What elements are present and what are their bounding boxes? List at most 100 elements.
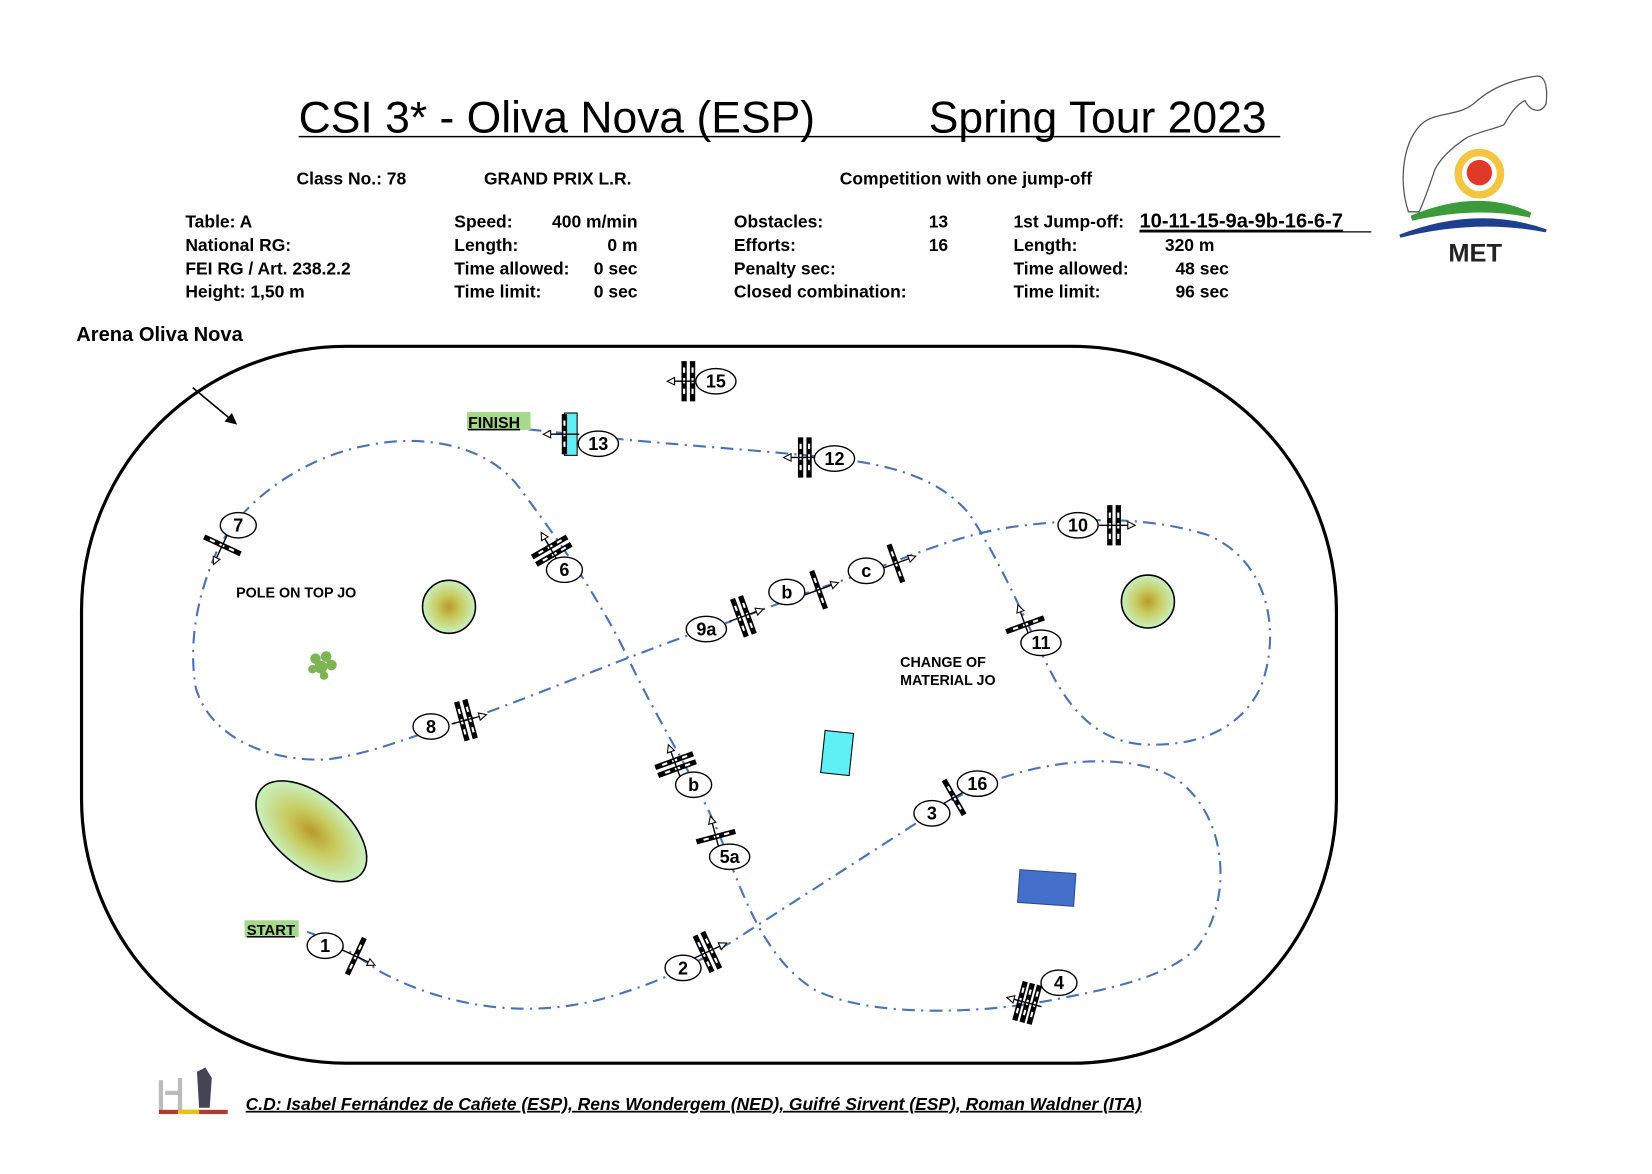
info-col1: Table: A National RG: FEI RG / Art. 238.… [185,212,351,302]
obstacle-label-5a: 5a [708,843,751,871]
obstacle-label-c: c [847,557,885,585]
class-number: Class No.: 78 [297,168,407,188]
note-change-material-2: MATERIAL JO [900,673,995,689]
arena-name: Arena Oliva Nova [76,324,243,346]
jo-time-allowed-label: Time allowed: [1013,258,1128,278]
obstacles-layer [203,361,1137,1025]
obstacle-number: 5a [720,847,741,867]
speed-label: Speed: [454,212,512,232]
horse-outline [1402,75,1548,213]
speed-value: 400 m/min [552,212,637,232]
blue-band [1399,218,1547,238]
obstacle-label-13: 13 [577,430,620,458]
obstacle-number: 3 [927,804,937,824]
obstacle-number: 11 [1031,633,1050,653]
obstacle-number: 6 [559,560,569,580]
obstacle-label-6: 6 [545,556,584,584]
obstacle-label-9a: 9a [685,615,728,643]
length-label: Length: [454,235,518,255]
obstacle-number: 8 [426,717,436,737]
bush [308,651,337,680]
fence-1-icon [342,936,377,976]
info-col2: Speed: Length: Time allowed: Time limit:… [454,212,637,302]
obstacle-label-7: 7 [219,511,257,539]
entrance-arrow-icon [192,386,238,425]
class-name: GRAND PRIX L.R. [484,168,632,188]
obstacle-number: 4 [1054,973,1064,993]
fei-rg: FEI RG / Art. 238.2.2 [185,258,351,278]
jo-time-allowed-value: 48 sec [1175,258,1229,278]
fence-4-icon [1005,980,1043,1025]
fence-13-icon [542,412,580,456]
obstacle-label-16: 16 [956,770,999,798]
info-col4: 1st Jump-off: 10-11-15-9a-9b-16-6-7 Leng… [1013,211,1372,302]
obstacle-number: 2 [678,958,688,978]
obstacle-label-2: 2 [664,954,702,982]
jumpoff-label: 1st Jump-off: [1013,212,1124,232]
obstacle-number: 12 [824,449,844,469]
time-allowed-value: 0 sec [594,258,638,278]
jo-length-label: Length: [1013,235,1077,255]
obstacle-label-b: b [674,771,713,799]
tree-right [1120,574,1176,629]
green-band [1410,200,1532,221]
title-left: CSI 3* - Oliva Nova (ESP) [299,93,815,142]
cyan-box [820,729,855,777]
obstacle-number: 13 [588,434,608,454]
obstacles-value: 13 [929,212,949,232]
obstacle-number: b [781,582,792,602]
obstacle-number: 10 [1068,516,1088,536]
finish-label: FINISH [468,415,520,432]
obstacle-label-8: 8 [412,713,450,740]
fence-b-icon [654,743,697,779]
fence-10-icon [1099,505,1137,546]
tree-left [421,579,477,635]
lec-logo [158,1067,228,1115]
time-limit-value: 0 sec [594,282,638,302]
obstacle-number: 15 [706,372,726,392]
sun [1466,159,1493,186]
fence-7-icon [203,531,242,566]
penalty-label: Penalty sec: [734,258,836,278]
note-change-material-1: CHANGE OF [900,655,986,671]
obstacle-number: 16 [967,774,987,794]
course-route [192,424,1272,1012]
jo-time-limit-value: 96 sec [1175,282,1229,302]
course-designers: C.D: Isabel Fernández de Cañete (ESP), R… [246,1094,1142,1114]
jo-time-limit-label: Time limit: [1013,282,1100,302]
note-pole-on-top: POLE ON TOP JO [236,585,356,601]
length-value: 0 m [607,235,637,255]
obstacle-label-4: 4 [1040,969,1078,997]
national-rg: National RG: [185,235,291,255]
met-logo: MET [1399,75,1548,268]
fence-b-icon [804,570,840,610]
obstacle-label-1: 1 [306,932,344,960]
arena-boundary [79,344,1339,1065]
obstacles-label: Obstacles: [734,212,823,232]
obstacle-label-15: 15 [695,367,737,395]
efforts-label: Efforts: [734,235,796,255]
obstacle-label-12: 12 [813,445,856,472]
obstacle-number: 9a [696,619,717,639]
obstacle-label-10: 10 [1057,511,1099,539]
finish-highlight [467,411,531,430]
flower-bed [255,780,368,883]
obstacle-label-3: 3 [913,799,951,827]
table-type: Table: A [185,212,252,232]
jo-length-value: 320 m [1165,235,1215,255]
fence-c-icon [881,543,917,584]
blue-box [1017,869,1077,907]
fence-2-icon [692,930,728,974]
closed-combination-label: Closed combination: [734,282,907,302]
jumpoff-sequence: 10-11-15-9a-9b-16-6-7 [1139,211,1342,233]
start-highlight [244,920,299,938]
fence-11-icon [1005,603,1045,639]
fence-9a-icon [729,595,765,638]
info-col3: Obstacles: Efforts: Penalty sec: Closed … [734,212,949,302]
obstacle-number: 7 [233,516,243,536]
obstacle-label-11: 11 [1020,629,1062,657]
obstacle-number: b [688,775,699,795]
fence-8-icon [451,698,488,742]
